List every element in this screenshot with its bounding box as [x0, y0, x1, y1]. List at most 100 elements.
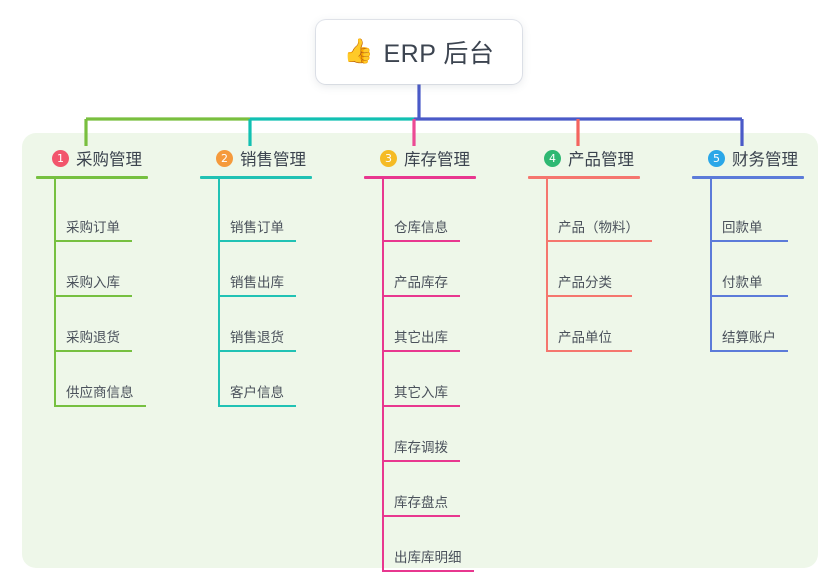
branch-items: 仓库信息产品库存其它出库其它入库库存调拨库存盘点出库库明细: [364, 179, 476, 572]
branch-column-2: 2 销售管理销售订单销售出库销售退货客户信息: [200, 146, 312, 407]
branch-item-label: 采购退货: [66, 330, 120, 345]
branch-underline: [692, 176, 804, 179]
branch-item-underline: [54, 350, 132, 352]
root-node-label: ERP 后台: [383, 40, 495, 68]
branch-item-underline: [54, 295, 132, 297]
branch-item-underline: [382, 460, 460, 462]
branch-item[interactable]: 付款单: [710, 242, 804, 297]
branch-item[interactable]: 产品单位: [546, 297, 640, 352]
branch-item-label: 付款单: [722, 275, 763, 290]
branch-header-3[interactable]: 3 库存管理: [364, 146, 476, 170]
branch-title: 财务管理: [732, 151, 798, 169]
branch-item[interactable]: 结算账户: [710, 297, 804, 352]
branch-item-label: 产品分类: [558, 275, 612, 290]
branch-underline: [364, 176, 476, 179]
branch-item-underline: [218, 405, 296, 407]
branch-item[interactable]: 采购订单: [54, 179, 148, 242]
branch-item[interactable]: 库存调拨: [382, 407, 476, 462]
branch-item-label: 结算账户: [722, 330, 776, 345]
branch-item-underline: [382, 515, 460, 517]
branch-item[interactable]: 客户信息: [218, 352, 312, 407]
branch-underline: [200, 176, 312, 179]
branch-item-underline: [710, 295, 788, 297]
branch-title: 库存管理: [404, 151, 470, 169]
branch-item[interactable]: 其它出库: [382, 297, 476, 352]
branch-badge-2: 2: [216, 149, 233, 167]
branch-items: 采购订单采购入库采购退货供应商信息: [36, 179, 148, 407]
branch-item-underline: [218, 350, 296, 352]
branch-badge-3: 3: [380, 149, 397, 167]
branch-title: 采购管理: [76, 151, 142, 169]
branch-item[interactable]: 采购入库: [54, 242, 148, 297]
branch-item[interactable]: 产品分类: [546, 242, 640, 297]
branch-item-underline: [382, 240, 460, 242]
branch-items: 产品（物料） 产品分类产品单位: [528, 179, 652, 352]
branch-underline: [528, 176, 640, 179]
branch-item-underline: [546, 350, 632, 352]
branch-item-label: 回款单: [722, 220, 763, 235]
branch-header-1[interactable]: 1 采购管理: [36, 146, 148, 170]
branch-spine: [382, 179, 384, 572]
branch-header-4[interactable]: 4 产品管理: [528, 146, 640, 170]
branch-column-4: 4 产品管理产品（物料） 产品分类产品单位: [528, 146, 652, 352]
branch-item[interactable]: 产品（物料）: [546, 179, 652, 242]
branch-items: 销售订单销售出库销售退货客户信息: [200, 179, 312, 407]
branch-item-underline: [218, 295, 296, 297]
branch-item-underline: [710, 240, 788, 242]
branch-badge-4: 4: [544, 149, 561, 167]
branch-item[interactable]: 其它入库: [382, 352, 476, 407]
branch-header-2[interactable]: 2 销售管理: [200, 146, 312, 170]
branch-underline: [36, 176, 148, 179]
branch-item-label: 采购订单: [66, 220, 120, 235]
branch-item-label: 库存调拨: [394, 440, 448, 455]
branch-item-label: 销售出库: [230, 275, 284, 290]
branch-item-label: 其它出库: [394, 330, 448, 345]
branch-column-3: 3 库存管理仓库信息产品库存其它出库其它入库库存调拨库存盘点出库库明细: [364, 146, 476, 572]
branch-item[interactable]: 采购退货: [54, 297, 148, 352]
branch-item-label: 其它入库: [394, 385, 448, 400]
branch-item-label: 产品（物料）: [558, 220, 639, 235]
branch-item-label: 供应商信息: [66, 385, 134, 400]
branch-item[interactable]: 仓库信息: [382, 179, 476, 242]
branch-spine: [546, 179, 548, 352]
branch-item[interactable]: 产品库存: [382, 242, 476, 297]
root-node[interactable]: 👍 ERP 后台: [316, 20, 522, 84]
branch-spine: [54, 179, 56, 407]
branch-column-1: 1 采购管理采购订单采购入库采购退货供应商信息: [36, 146, 148, 407]
branch-title: 销售管理: [240, 151, 306, 169]
branch-item-underline: [218, 240, 296, 242]
branch-item-label: 仓库信息: [394, 220, 448, 235]
branch-spine: [218, 179, 220, 407]
branch-item-underline: [382, 350, 460, 352]
branch-item[interactable]: 供应商信息: [54, 352, 148, 407]
branch-item-label: 客户信息: [230, 385, 284, 400]
branch-title: 产品管理: [568, 151, 634, 169]
branch-item-underline: [546, 295, 632, 297]
branch-item-underline: [382, 570, 474, 572]
branch-item[interactable]: 销售退货: [218, 297, 312, 352]
branch-item-underline: [382, 405, 460, 407]
branch-item-label: 出库库明细: [394, 550, 462, 565]
branch-header-5[interactable]: 5 财务管理: [692, 146, 804, 170]
branch-item-underline: [54, 240, 132, 242]
branch-item-label: 库存盘点: [394, 495, 448, 510]
branch-item-label: 销售订单: [230, 220, 284, 235]
branch-item[interactable]: 销售出库: [218, 242, 312, 297]
branch-item[interactable]: 出库库明细: [382, 517, 476, 572]
branch-item-label: 采购入库: [66, 275, 120, 290]
branch-badge-1: 1: [52, 149, 69, 167]
branch-item-label: 产品单位: [558, 330, 612, 345]
branch-item-underline: [546, 240, 652, 242]
branch-column-5: 5 财务管理回款单付款单结算账户: [692, 146, 804, 352]
branch-item-underline: [710, 350, 788, 352]
branch-item-label: 销售退货: [230, 330, 284, 345]
thumbs-up-icon: 👍: [343, 38, 374, 65]
branch-item-underline: [382, 295, 460, 297]
branch-item[interactable]: 回款单: [710, 179, 804, 242]
branch-item[interactable]: 库存盘点: [382, 462, 476, 517]
branch-item-underline: [54, 405, 146, 407]
branch-item-label: 产品库存: [394, 275, 448, 290]
branch-item[interactable]: 销售订单: [218, 179, 312, 242]
branch-badge-5: 5: [708, 149, 725, 167]
